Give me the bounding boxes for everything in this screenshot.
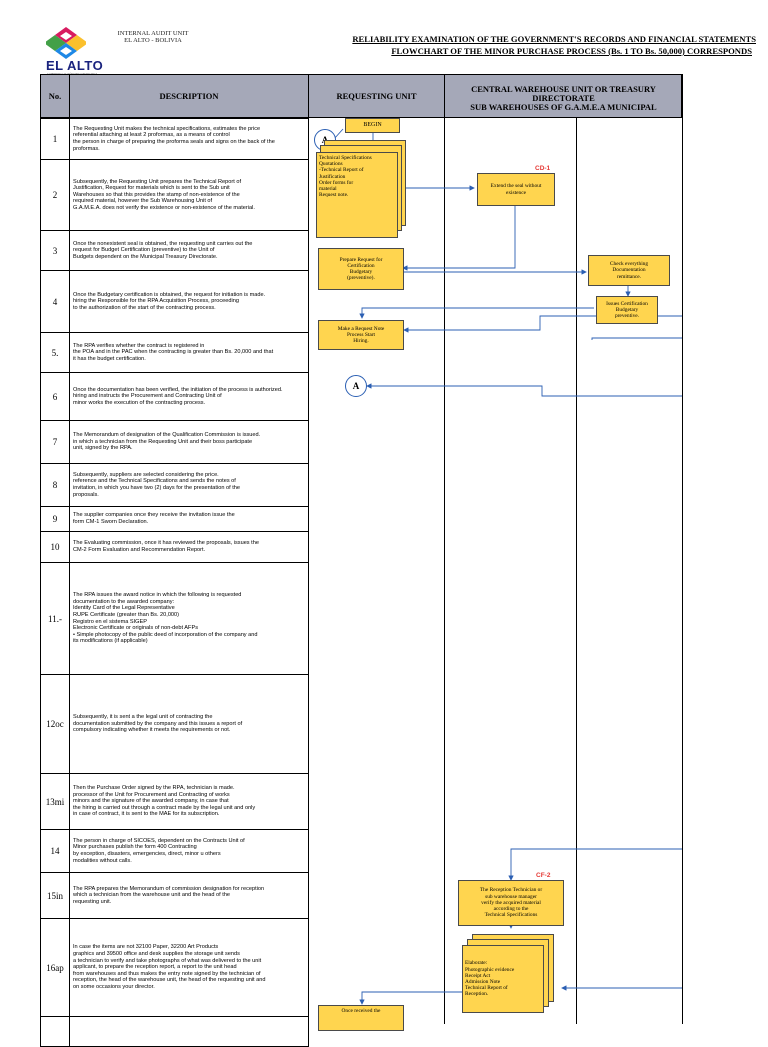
arrow-cf2-down <box>508 848 682 881</box>
title-line-2: FLOWCHART OF THE MINOR PURCHASE PROCESS … <box>391 46 752 56</box>
connector-a-bottom: A <box>345 375 367 397</box>
row-description: Subsequently, suppliers are selected con… <box>69 463 309 507</box>
col-header-no: No. <box>40 74 70 118</box>
row-description: In case the items are not 32100 Paper, 3… <box>69 918 309 1017</box>
check-docs-box: Check everything Documentation remittanc… <box>588 255 670 286</box>
col-header-warehouse-treasury: CENTRAL WAREHOUSE UNIT OR TREASURY DIREC… <box>444 74 682 118</box>
audit-unit-label: INTERNAL AUDIT UNIT EL ALTO - BOLIVIA <box>108 30 198 44</box>
arrow-note-to-a <box>591 337 682 340</box>
unit-line-2: EL ALTO - BOLIVIA <box>124 37 182 44</box>
row-description: The RPA issues the award notice in which… <box>69 562 309 675</box>
arrow-cert-back <box>359 307 594 319</box>
document-title: RELIABILITY EXAMINATION OF THE GOVERNMEN… <box>348 33 756 57</box>
extend-seal-box: Extend the seal without existence <box>477 173 555 206</box>
prepare-request-box: Prepare Request for Certification Budget… <box>318 248 404 290</box>
code-cf2: CF-2 <box>536 872 551 879</box>
issues-cert-box: Issues Certification Budgetary preventiv… <box>596 296 658 324</box>
logo-text: EL ALTO <box>46 58 104 73</box>
logo-emblem-icon <box>44 27 88 59</box>
request-note-box: Make a Request Note Process Start Hiring… <box>318 320 404 350</box>
lane-divider-warehouse <box>444 118 445 1024</box>
col-header-requesting-unit: REQUESTING UNIT <box>308 74 445 118</box>
row-description: Subsequently, it is sent a the legal uni… <box>69 674 309 774</box>
lane-divider-requesting <box>308 118 309 1024</box>
row-description: The RPA verifies whether the contract is… <box>69 332 309 373</box>
arrow-elaborate-left <box>359 991 470 1005</box>
lane-divider-treasury <box>576 118 577 1024</box>
once-received-box: Once received the <box>318 1005 404 1031</box>
col-header-description: DESCRIPTION <box>69 74 309 118</box>
row-description: The Evaluating commission, once it has r… <box>69 531 309 563</box>
unit-line-1: INTERNAL AUDIT UNIT <box>117 30 189 37</box>
title-line-1: RELIABILITY EXAMINATION OF THE GOVERNMEN… <box>352 34 756 44</box>
arrow-seal-back <box>402 206 516 271</box>
row-description: Once the Budgetary certification is obta… <box>69 270 309 333</box>
lane-divider-right <box>682 74 683 1024</box>
logo <box>44 26 88 70</box>
code-cd1: CD-1 <box>535 165 551 172</box>
doc-tech-specs: Technical Specifications Quotations -Tec… <box>316 152 398 238</box>
begin-box: BEGIN <box>345 118 400 133</box>
arrow-to-connector-a <box>366 383 682 397</box>
reception-technician-box: The Reception Technician or sub warehous… <box>458 880 564 926</box>
elaborate-box: Elaborate: Photographic evidence Receipt… <box>462 945 544 1013</box>
